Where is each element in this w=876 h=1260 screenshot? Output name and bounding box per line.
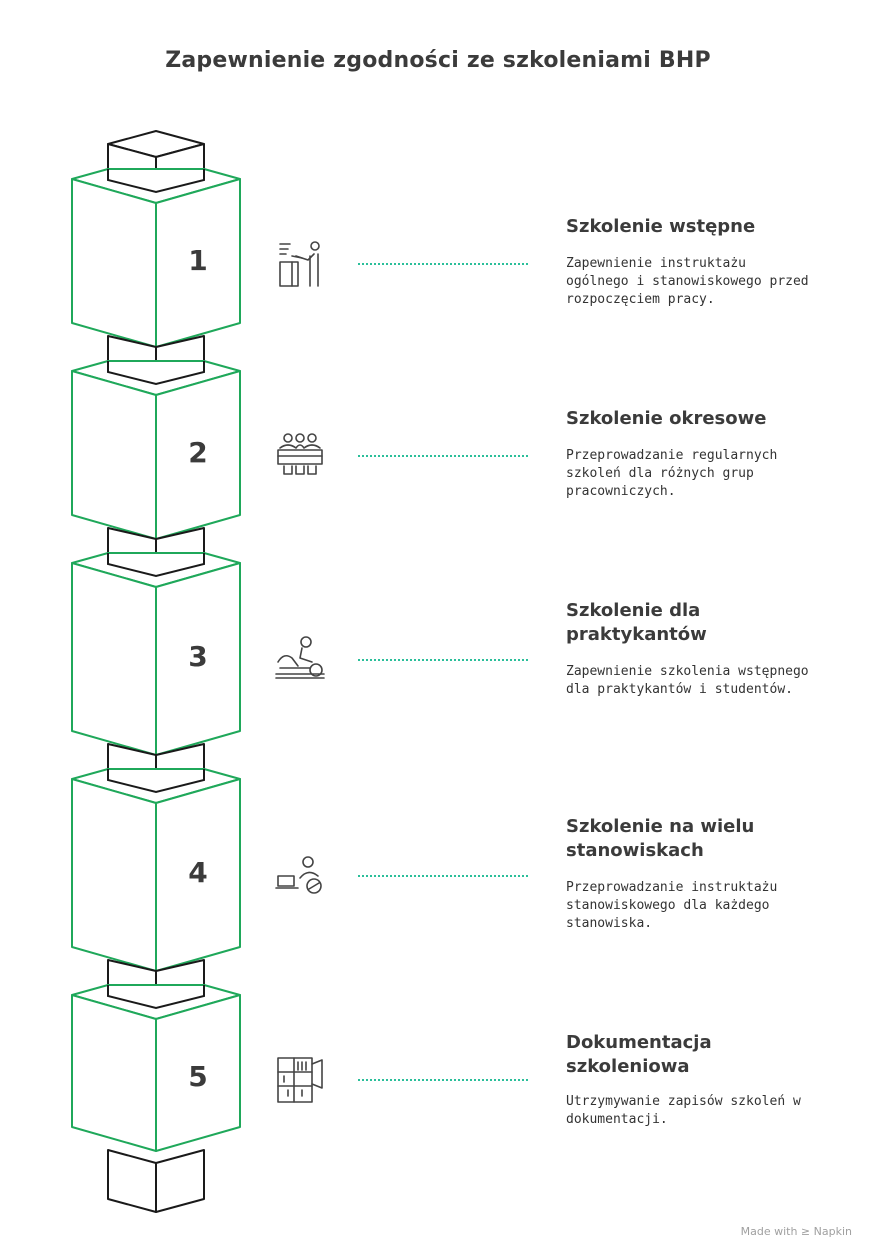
block-inner-edge-5: [107, 985, 205, 1010]
block-1: [71, 168, 241, 348]
step-2-number: 2: [188, 436, 208, 469]
block-5: [71, 959, 241, 1152]
step-1-title: Szkolenie wstępne: [566, 216, 756, 237]
block-right-face-4: [155, 778, 241, 972]
block-inner-edge-4: [107, 769, 205, 794]
block-left-face-4: [71, 778, 157, 972]
step-5-description: Utrzymywanie zapisów szkoleń w dokumenta…: [566, 1094, 801, 1127]
step-3-title: Szkolenie dla praktykantów: [566, 600, 707, 645]
block-left-face-2: [71, 370, 157, 540]
step-4-title: Szkolenie na wielu stanowiskach: [566, 816, 755, 861]
page-title: Zapewnienie zgodności ze szkoleniami BHP: [165, 48, 711, 73]
instructor-desk-icon: [279, 241, 320, 287]
block-right-face-3: [155, 562, 241, 756]
block-right-face-1: [155, 178, 241, 348]
column-bottom-cap: [107, 1149, 205, 1213]
step-3-description: Zapewnienie szkolenia wstępnego dla prak…: [566, 664, 809, 697]
block-right-face-2: [155, 370, 241, 540]
step-2-title: Szkolenie okresowe: [566, 408, 767, 429]
trainee-icon: [275, 636, 325, 679]
block-inner-edge-1: [107, 169, 205, 194]
step-1-description: Zapewnienie instruktażu ogólnego i stano…: [566, 256, 809, 307]
made-with-napkin-footer: Made with ≥ Napkin: [740, 1225, 852, 1238]
step-1-number: 1: [188, 244, 208, 277]
block-3: [71, 527, 241, 756]
connector-3: [358, 659, 528, 661]
group-meeting-icon: [277, 433, 323, 475]
connector-5: [358, 1079, 528, 1081]
block-left-face-5: [71, 994, 157, 1152]
connector-4: [358, 875, 528, 877]
block-inner-edge-2: [107, 361, 205, 386]
step-2-description: Przeprowadzanie regularnych szkoleń dla …: [566, 448, 778, 499]
step-3-number: 3: [188, 640, 208, 673]
step-4-number: 4: [188, 856, 208, 889]
step-5-title: Dokumentacja szkoleniowa: [566, 1032, 712, 1077]
block-4: [71, 743, 241, 972]
block-2: [71, 335, 241, 540]
step-5-number: 5: [188, 1060, 208, 1093]
block-inner-edge-3: [107, 553, 205, 578]
connector-1: [358, 263, 528, 265]
documentation-archive-icon: [277, 1057, 323, 1103]
workstation-icon: [275, 856, 322, 894]
block-left-face-3: [71, 562, 157, 756]
connector-2: [358, 455, 528, 457]
block-right-face-5: [155, 994, 241, 1152]
step-4-description: Przeprowadzanie instruktażu stanowiskowe…: [566, 880, 778, 931]
block-left-face-1: [71, 178, 157, 348]
